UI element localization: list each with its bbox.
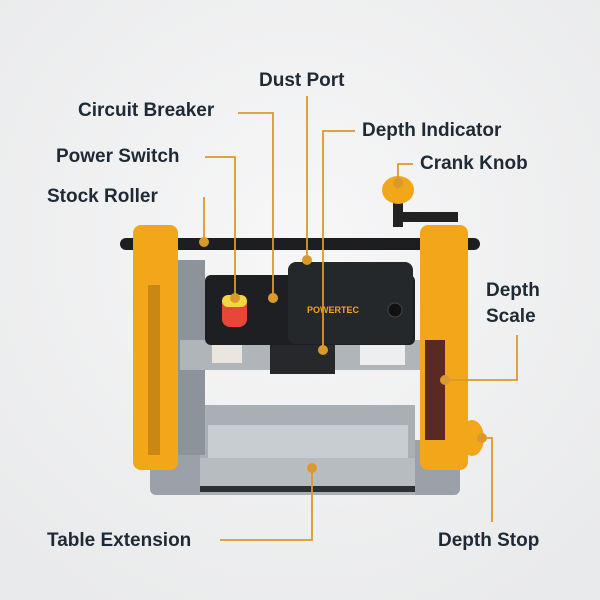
label-depth-stop: Depth Stop — [438, 530, 540, 551]
callout-dots — [199, 178, 487, 473]
label-depth-scale-line1: Depth — [486, 280, 540, 301]
label-crank-knob: Crank Knob — [420, 153, 528, 174]
label-depth-indicator: Depth Indicator — [362, 120, 502, 141]
label-circuit-breaker: Circuit Breaker — [78, 100, 215, 121]
label-stock-roller: Stock Roller — [47, 186, 158, 207]
planer-machine — [120, 176, 484, 495]
label-power-switch: Power Switch — [56, 146, 180, 167]
brand-logo: POWERTEC — [307, 305, 360, 315]
leader-lines — [203, 96, 518, 541]
label-dust-port: Dust Port — [259, 70, 345, 91]
label-table-extension: Table Extension — [47, 530, 192, 551]
label-depth-scale-line2: Scale — [486, 306, 536, 327]
